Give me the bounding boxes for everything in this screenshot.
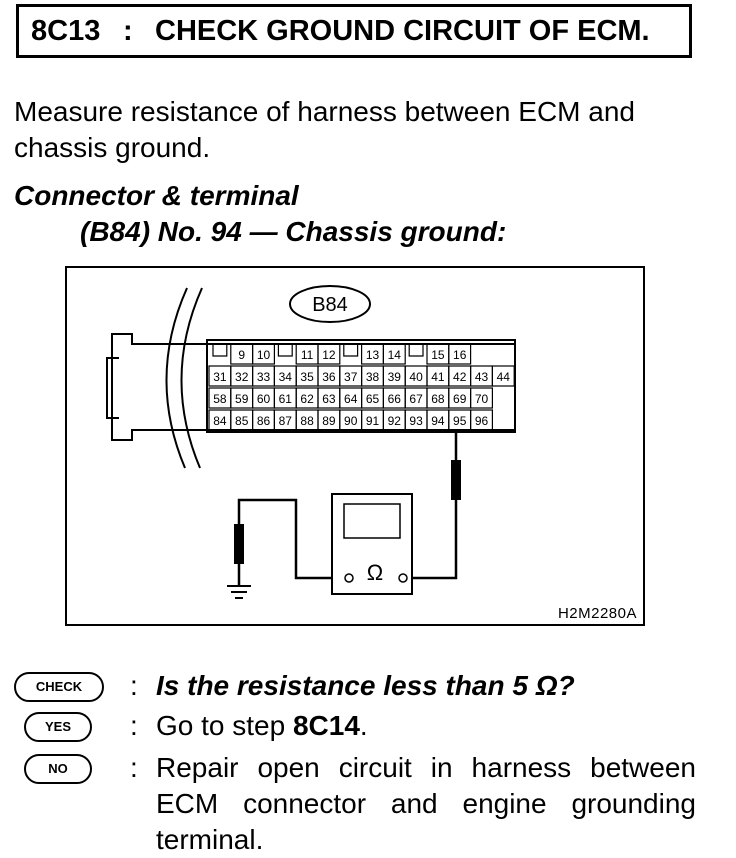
ground-symbol	[227, 585, 251, 599]
yes-colon: :	[130, 710, 138, 741]
ohmmeter: Ω	[331, 493, 413, 595]
terminal-notch	[343, 344, 359, 357]
terminal-number: 58	[213, 392, 227, 406]
yes-badge: YES	[24, 712, 92, 742]
yes-step-link[interactable]: 8C14	[292, 710, 360, 741]
terminal-number: 62	[300, 392, 314, 406]
terminal-number: 39	[388, 370, 402, 384]
terminal-cell	[470, 409, 494, 431]
check-badge: CHECK	[14, 672, 104, 702]
terminal-number: 65	[366, 392, 380, 406]
terminal-number: 44	[497, 370, 511, 384]
terminal-number: 34	[279, 370, 293, 384]
terminal-number: 92	[388, 414, 402, 428]
terminal-number: 96	[475, 414, 489, 428]
terminal-number: 13	[366, 348, 380, 362]
connector-terminal-spec: (B84) No. 94 — Chassis ground:	[80, 216, 507, 247]
terminal-number: 91	[366, 414, 380, 428]
terminal-number: 36	[322, 370, 336, 384]
instruction-text: Measure resistance of harness between EC…	[14, 96, 635, 163]
terminal-notch	[408, 344, 424, 357]
step-title-box: 8C13 : CHECK GROUND CIRCUIT OF ECM.	[16, 4, 692, 58]
terminal-number: 69	[453, 392, 467, 406]
terminal-number: 16	[453, 348, 467, 362]
terminal-number: 61	[279, 392, 293, 406]
terminal-number: 33	[257, 370, 271, 384]
probe-positive	[451, 460, 461, 500]
terminal-notch	[277, 344, 293, 357]
terminal-number: 31	[213, 370, 227, 384]
terminal-number: 35	[300, 370, 314, 384]
terminal-cell	[274, 344, 296, 364]
terminal-labels: 9 10 11 12 13 14 15 16 31 32 33 34 35 36 37 38 39 40 41 42 4…	[213, 348, 510, 428]
terminal-number: 95	[453, 414, 467, 428]
title-colon: :	[123, 15, 133, 47]
terminal-number: 87	[279, 414, 293, 428]
terminal-number: 59	[235, 392, 249, 406]
connector-label-ellipse	[289, 285, 371, 323]
terminal-number: 70	[475, 392, 489, 406]
diagram-svg: B84 9 10 11 12 13 14 15 16 31 32 33 34 35 36 37 38 39 40 4…	[106, 285, 516, 599]
terminal-number: 93	[409, 414, 423, 428]
terminal-number: 60	[257, 392, 271, 406]
yes-suffix: .	[359, 710, 368, 741]
connector-terminal-heading: Connector & terminal	[14, 180, 299, 211]
figure-code: H2M2280A	[557, 605, 637, 622]
yes-answer: Go to step 8C14.	[156, 708, 696, 744]
terminal-number: 86	[257, 414, 271, 428]
terminal-notch	[212, 344, 228, 357]
terminal-number: 12	[322, 348, 336, 362]
check-question: Is the resistance less than 5 Ω?	[156, 670, 575, 701]
terminal-number: 10	[257, 348, 271, 362]
terminal-number: 68	[431, 392, 445, 406]
terminal-block	[206, 339, 516, 433]
ohm-symbol: Ω	[367, 560, 383, 585]
no-answer: Repair open circuit in harness between E…	[156, 752, 696, 855]
wiring-diagram: B84 9 10 11 12 13 14 15 16 31 32 33 34 35 36 37 38 39 40 4…	[65, 266, 645, 626]
yes-prefix: Go to step	[156, 710, 293, 741]
terminal-number: 66	[388, 392, 402, 406]
terminal-number: 37	[344, 370, 358, 384]
terminal-cell	[209, 344, 231, 364]
terminal-number: 15	[431, 348, 445, 362]
no-colon: :	[130, 752, 138, 783]
terminal-number: 85	[235, 414, 249, 428]
terminal-number: 11	[301, 348, 314, 362]
terminal-number: 40	[409, 370, 423, 384]
terminal-number: 84	[213, 414, 227, 428]
terminal-number: 67	[409, 392, 423, 406]
connector-label: B84	[312, 294, 348, 316]
terminal-cell	[491, 365, 515, 387]
terminal-cell	[317, 343, 341, 365]
break-line-right	[180, 287, 203, 469]
terminal-cell	[448, 343, 472, 365]
terminal-number: 42	[453, 370, 467, 384]
terminal-number: 43	[475, 370, 489, 384]
terminal-grid	[208, 343, 515, 431]
terminal-number: 64	[344, 392, 358, 406]
terminal-cell	[252, 343, 276, 365]
no-badge: NO	[24, 754, 92, 784]
terminal-number: 90	[344, 414, 358, 428]
step-id: 8C13	[31, 15, 101, 47]
terminal-number: 63	[322, 392, 336, 406]
probe-negative	[234, 524, 244, 564]
terminal-number: 14	[388, 348, 402, 362]
check-colon: :	[130, 670, 138, 701]
terminal-cell	[340, 344, 362, 364]
terminal-number: 89	[322, 414, 336, 428]
meter-display	[343, 503, 401, 539]
terminal-number: 88	[300, 414, 314, 428]
terminal-number: 41	[431, 370, 445, 384]
terminal-number: 38	[366, 370, 380, 384]
terminal-number: 32	[235, 370, 249, 384]
terminal-cell	[470, 387, 494, 409]
terminal-cell	[382, 343, 406, 365]
terminal-number: 94	[431, 414, 445, 428]
break-line-left	[165, 287, 188, 469]
terminal-cell	[405, 344, 427, 364]
step-title: CHECK GROUND CIRCUIT OF ECM.	[155, 15, 650, 47]
terminal-number: 9	[238, 348, 245, 362]
